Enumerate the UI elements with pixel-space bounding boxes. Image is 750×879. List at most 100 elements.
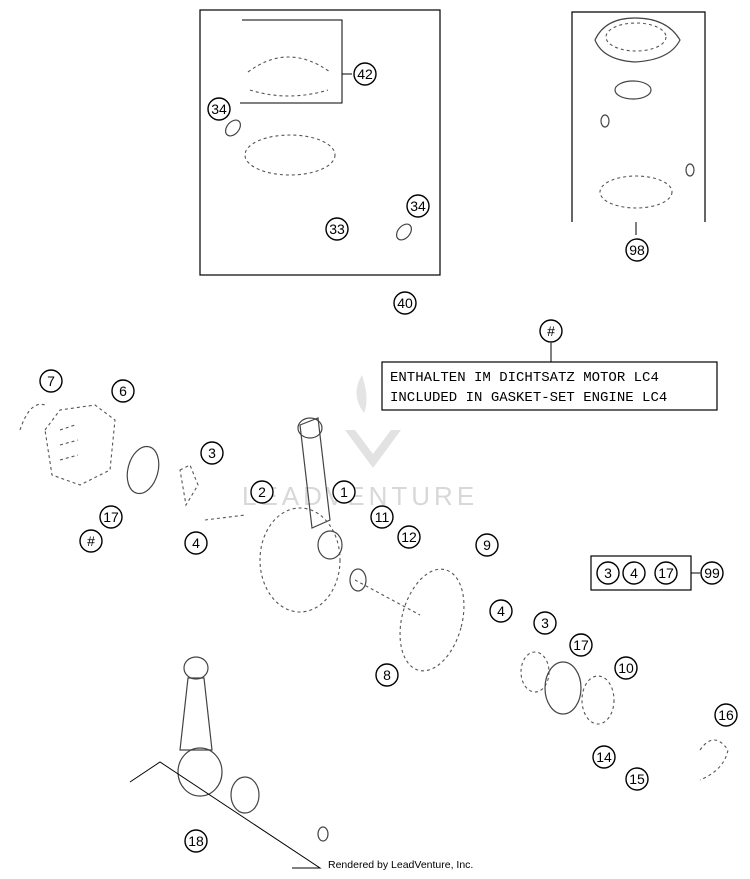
gasket-frame xyxy=(571,11,706,222)
head-gasket-bore xyxy=(605,22,667,52)
piston-group xyxy=(199,9,441,276)
callout-99: 99 xyxy=(700,561,724,585)
svg-text:#: # xyxy=(87,533,95,549)
crankshaft-assembly xyxy=(19,403,729,781)
bearing-17 xyxy=(126,445,160,495)
callout-3a: 3 xyxy=(200,441,224,465)
conrod xyxy=(299,417,331,529)
callout-2: 2 xyxy=(250,480,274,504)
note-group: ENTHALTEN IM DICHTSATZ MOTOR LC4 INCLUDE… xyxy=(381,343,718,411)
svg-text:99: 99 xyxy=(704,565,720,581)
piston-ring-bottom xyxy=(249,89,329,97)
callout-6: 6 xyxy=(111,379,135,403)
gear-teeth xyxy=(59,424,79,461)
callout-40: 40 xyxy=(393,291,417,315)
note-line-1: ENTHALTEN IM DICHTSATZ MOTOR LC4 xyxy=(390,370,659,386)
watermark-v-icon xyxy=(345,430,401,468)
svg-text:10: 10 xyxy=(618,660,634,676)
svg-text:9: 9 xyxy=(483,537,491,553)
svg-text:#: # xyxy=(547,323,555,339)
svg-text:12: 12 xyxy=(401,529,417,545)
cylinder-gasket xyxy=(599,175,673,209)
callout-9: 9 xyxy=(475,533,499,557)
callout-10: 10 xyxy=(614,656,638,680)
small-o-ring xyxy=(685,163,695,177)
callout-17b: 17 xyxy=(569,633,593,657)
pin-4 xyxy=(204,514,246,521)
conrod-kit-pin xyxy=(317,826,329,842)
svg-text:15: 15 xyxy=(629,771,645,787)
leader-42 xyxy=(240,19,343,104)
callout-8: 8 xyxy=(375,663,399,687)
callout-17a: 17 xyxy=(99,505,123,529)
crank-journal xyxy=(349,568,367,592)
crank-shaft-line xyxy=(354,579,421,616)
callout-42: 42 xyxy=(353,62,377,86)
callout-4a: 4 xyxy=(184,531,208,555)
callout-34a: 34 xyxy=(207,97,231,121)
svg-text:3: 3 xyxy=(208,445,216,461)
conrod-kit-beam xyxy=(179,677,213,751)
svg-text:40: 40 xyxy=(397,295,413,311)
crank-pin xyxy=(317,530,343,560)
circlip-left xyxy=(225,119,241,137)
callout-3b: 3 xyxy=(533,611,557,635)
footer-credit: Rendered by LeadVenture, Inc. xyxy=(328,859,473,871)
watermark-text: LEADVENTURE xyxy=(242,481,478,511)
gasket-group xyxy=(571,11,706,235)
callout-11: 11 xyxy=(370,505,394,529)
callout-12: 12 xyxy=(397,525,421,549)
base-gasket xyxy=(614,80,652,100)
callout-33: 33 xyxy=(325,217,349,241)
callout-18: 18 xyxy=(184,829,208,853)
svg-text:16: 16 xyxy=(718,707,734,723)
flywheel-left xyxy=(259,507,341,613)
callout-kit-3: 3 xyxy=(596,561,620,585)
callout-7: 7 xyxy=(39,369,63,393)
note-frame xyxy=(381,361,718,411)
svg-text:34: 34 xyxy=(410,198,426,214)
gear-6 xyxy=(44,404,116,486)
part-16 xyxy=(699,739,729,781)
conrod-kit-big-end xyxy=(177,747,223,797)
svg-text:42: 42 xyxy=(357,66,373,82)
conrod-kit-small-end xyxy=(183,656,209,680)
svg-text:8: 8 xyxy=(383,667,391,683)
callout-1: 1 xyxy=(332,480,356,504)
callout-98: 98 xyxy=(625,238,649,262)
callout-15: 15 xyxy=(625,767,649,791)
svg-text:4: 4 xyxy=(497,603,505,619)
shaft-end xyxy=(19,403,46,431)
svg-text:4: 4 xyxy=(630,565,638,581)
svg-text:11: 11 xyxy=(375,509,390,525)
svg-text:18: 18 xyxy=(188,833,204,849)
svg-text:2: 2 xyxy=(258,484,266,500)
watermark: LEADVENTURE xyxy=(242,375,478,511)
small-seal xyxy=(600,114,610,128)
watermark-flame-icon xyxy=(356,375,367,413)
circlip-right xyxy=(396,223,412,241)
callout-16: 16 xyxy=(714,703,738,727)
piston-frame xyxy=(199,9,441,276)
callout-hash-note: # xyxy=(539,319,563,343)
svg-text:17: 17 xyxy=(573,637,589,653)
callout-34b: 34 xyxy=(406,194,430,218)
piston-body xyxy=(244,134,336,176)
svg-text:17: 17 xyxy=(658,565,674,581)
svg-text:34: 34 xyxy=(211,101,227,117)
kit-group xyxy=(590,555,700,591)
svg-text:33: 33 xyxy=(329,221,345,237)
svg-text:7: 7 xyxy=(47,373,55,389)
bearing-10 xyxy=(581,675,615,725)
note-line-2: INCLUDED IN GASKET-SET ENGINE LC4 xyxy=(390,390,667,406)
svg-text:98: 98 xyxy=(629,242,645,258)
svg-text:14: 14 xyxy=(596,749,612,765)
conrod-kit-bearing xyxy=(230,776,260,814)
svg-text:1: 1 xyxy=(340,484,348,500)
callout-kit-4: 4 xyxy=(622,561,646,585)
callout-14: 14 xyxy=(592,745,616,769)
conrod-kit xyxy=(129,656,329,869)
leader-18 xyxy=(129,761,322,869)
head-gasket xyxy=(594,17,681,63)
